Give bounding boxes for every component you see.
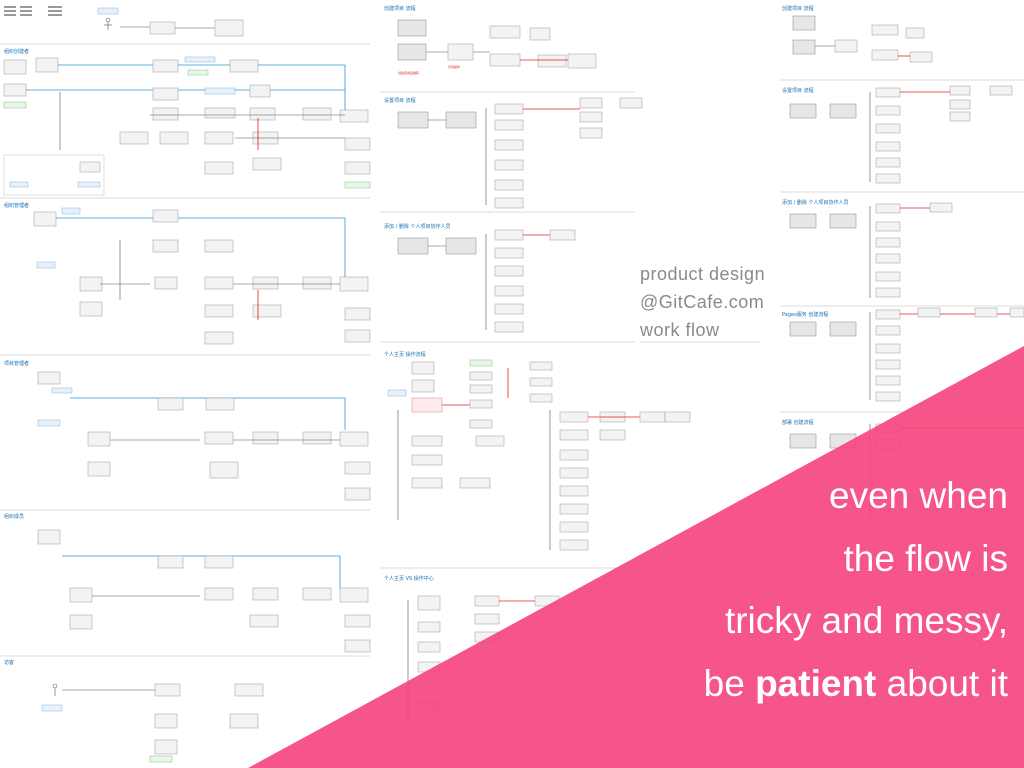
right-section-4-title: Pages服务 创建流程 bbox=[782, 311, 828, 318]
right-section-3-title: 添加 / 删除 个人项目协作人员 bbox=[782, 199, 848, 206]
middle-column-right-fragment bbox=[549, 410, 691, 551]
slogan-4-pre: be bbox=[703, 663, 756, 704]
left-section-5-title: 访客 bbox=[4, 659, 14, 666]
svg-text:引导操作: 引导操作 bbox=[448, 64, 460, 69]
right-section-2-title: 设置项目 流程 bbox=[782, 87, 814, 94]
middle-section-3-title: 添加 / 删除 个人项目协作人员 bbox=[384, 223, 450, 230]
svg-text:创建完成后跳转: 创建完成后跳转 bbox=[398, 70, 419, 75]
right-section-5-title: 部署 创建流程 bbox=[782, 419, 814, 426]
right-section-1-title: 创建项目 流程 bbox=[782, 5, 814, 12]
middle-section-1-title: 创建项目 流程 bbox=[384, 5, 416, 12]
slogan-4-bold: patient bbox=[755, 663, 877, 704]
slogan-4-post: about it bbox=[876, 663, 1008, 704]
middle-section-4-title: 个人主页 操作流程 bbox=[384, 351, 426, 358]
title-gitcafe: @GitCafe.com bbox=[640, 292, 765, 312]
left-column: 组织创建者 bbox=[0, 6, 371, 763]
middle-section-5-title: 个人主页 VS 操作中心 bbox=[384, 575, 434, 582]
middle-column: 创建项目 流程 创建完成后跳转 引导操作 设置项目 流程 添加 / 删除 个人项… bbox=[380, 5, 643, 720]
legend bbox=[4, 6, 62, 16]
slogan-line-3: tricky and messy, bbox=[724, 600, 1008, 641]
slogan-line-1: even when bbox=[829, 475, 1008, 516]
left-section-4-title: 组织成员 bbox=[4, 513, 24, 520]
title-product-design: product design bbox=[640, 264, 766, 284]
slogan-line-2: the flow is bbox=[843, 538, 1008, 579]
left-section-3-title: 项目管理者 bbox=[4, 360, 29, 367]
left-section-2-title: 组织管理者 bbox=[4, 202, 29, 209]
middle-section-2-title: 设置项目 流程 bbox=[384, 97, 416, 104]
left-section-1-title: 组织创建者 bbox=[4, 48, 29, 55]
slogan-line-4: be patient about it bbox=[704, 663, 1008, 705]
pink-banner bbox=[248, 346, 1024, 768]
title-work-flow: work flow bbox=[640, 320, 720, 340]
